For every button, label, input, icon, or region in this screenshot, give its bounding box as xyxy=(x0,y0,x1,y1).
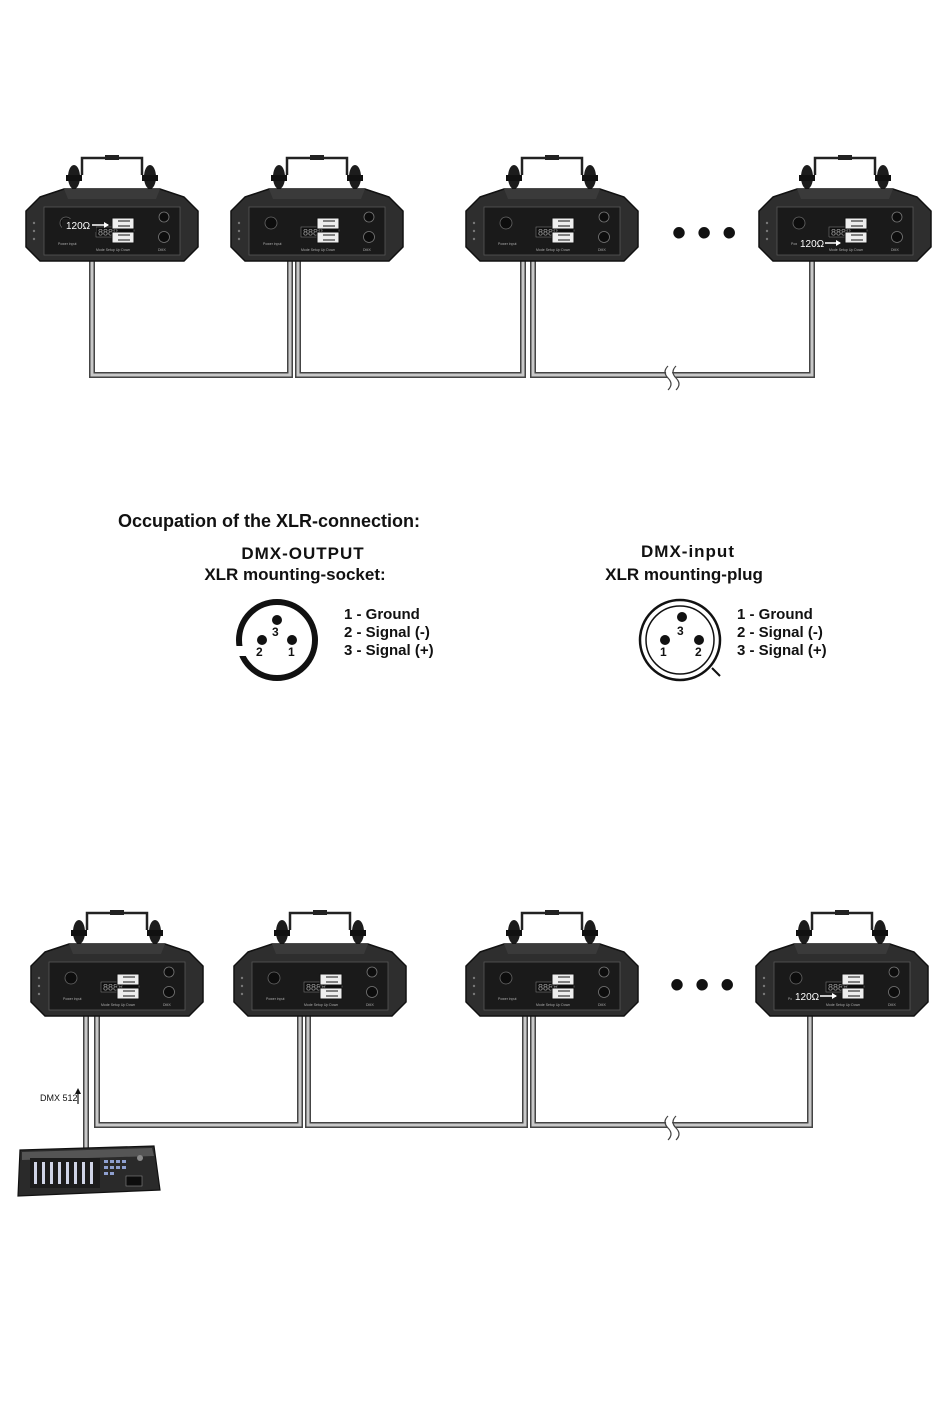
svg-text:2 - Signal (-): 2 - Signal (-) xyxy=(344,624,430,641)
top-ellipsis: • • • xyxy=(672,211,736,255)
output-subtitle: XLR mounting-socket: xyxy=(204,565,385,584)
bottom-fixture-4 xyxy=(756,910,928,1016)
input-subtitle: XLR mounting-plug xyxy=(605,565,763,584)
svg-text:120Ω: 120Ω xyxy=(795,992,820,1003)
input-pin-list: 1 - Ground 2 - Signal (-) 3 - Signal (+) xyxy=(737,606,827,659)
svg-text:1: 1 xyxy=(660,645,667,659)
top-chain: 120Ω 120Ω • • • xyxy=(26,155,931,390)
top-fixture-4 xyxy=(759,155,931,261)
svg-text:120Ω: 120Ω xyxy=(66,221,91,232)
svg-text:1 - Ground: 1 - Ground xyxy=(737,606,813,623)
dmx-controller xyxy=(18,1146,160,1196)
svg-text:DMX 512: DMX 512 xyxy=(40,1093,78,1103)
svg-text:3: 3 xyxy=(272,625,279,639)
bottom-fixture-3 xyxy=(466,910,638,1016)
bottom-fixture-1 xyxy=(31,910,203,1016)
xlr-socket-symbol: 3 2 1 xyxy=(236,602,315,678)
top-fixture-3 xyxy=(466,155,638,261)
svg-text:1 - Ground: 1 - Ground xyxy=(344,606,420,623)
bottom-fixture-2 xyxy=(234,910,406,1016)
xlr-plug-symbol: 3 1 2 xyxy=(640,600,720,680)
svg-text:1: 1 xyxy=(288,645,295,659)
bottom-chain: 120Ω • • • DMX 512 xyxy=(18,910,928,1196)
output-title: DMX-OUTPUT xyxy=(241,544,364,563)
svg-text:2: 2 xyxy=(695,645,702,659)
svg-text:3 - Signal (+): 3 - Signal (+) xyxy=(344,642,434,659)
top-fixture-1 xyxy=(26,155,198,261)
bottom-cables xyxy=(86,985,836,1150)
dmx-512-label: DMX 512 xyxy=(40,1088,81,1104)
output-pin-list: 1 - Ground 2 - Signal (-) 3 - Signal (+) xyxy=(344,606,434,659)
xlr-heading: Occupation of the XLR-connection: xyxy=(118,511,420,531)
svg-text:3 - Signal (+): 3 - Signal (+) xyxy=(737,642,827,659)
top-fixture-2 xyxy=(231,155,403,261)
svg-text:2: 2 xyxy=(256,645,263,659)
xlr-section: Occupation of the XLR-connection: DMX-OU… xyxy=(118,511,827,680)
svg-text:2 - Signal (-): 2 - Signal (-) xyxy=(737,624,823,641)
svg-text:3: 3 xyxy=(677,624,684,638)
top-cables xyxy=(92,232,838,390)
svg-text:120Ω: 120Ω xyxy=(800,239,825,250)
input-title: DMX-input xyxy=(641,542,735,561)
bottom-ellipsis: • • • xyxy=(670,963,734,1007)
